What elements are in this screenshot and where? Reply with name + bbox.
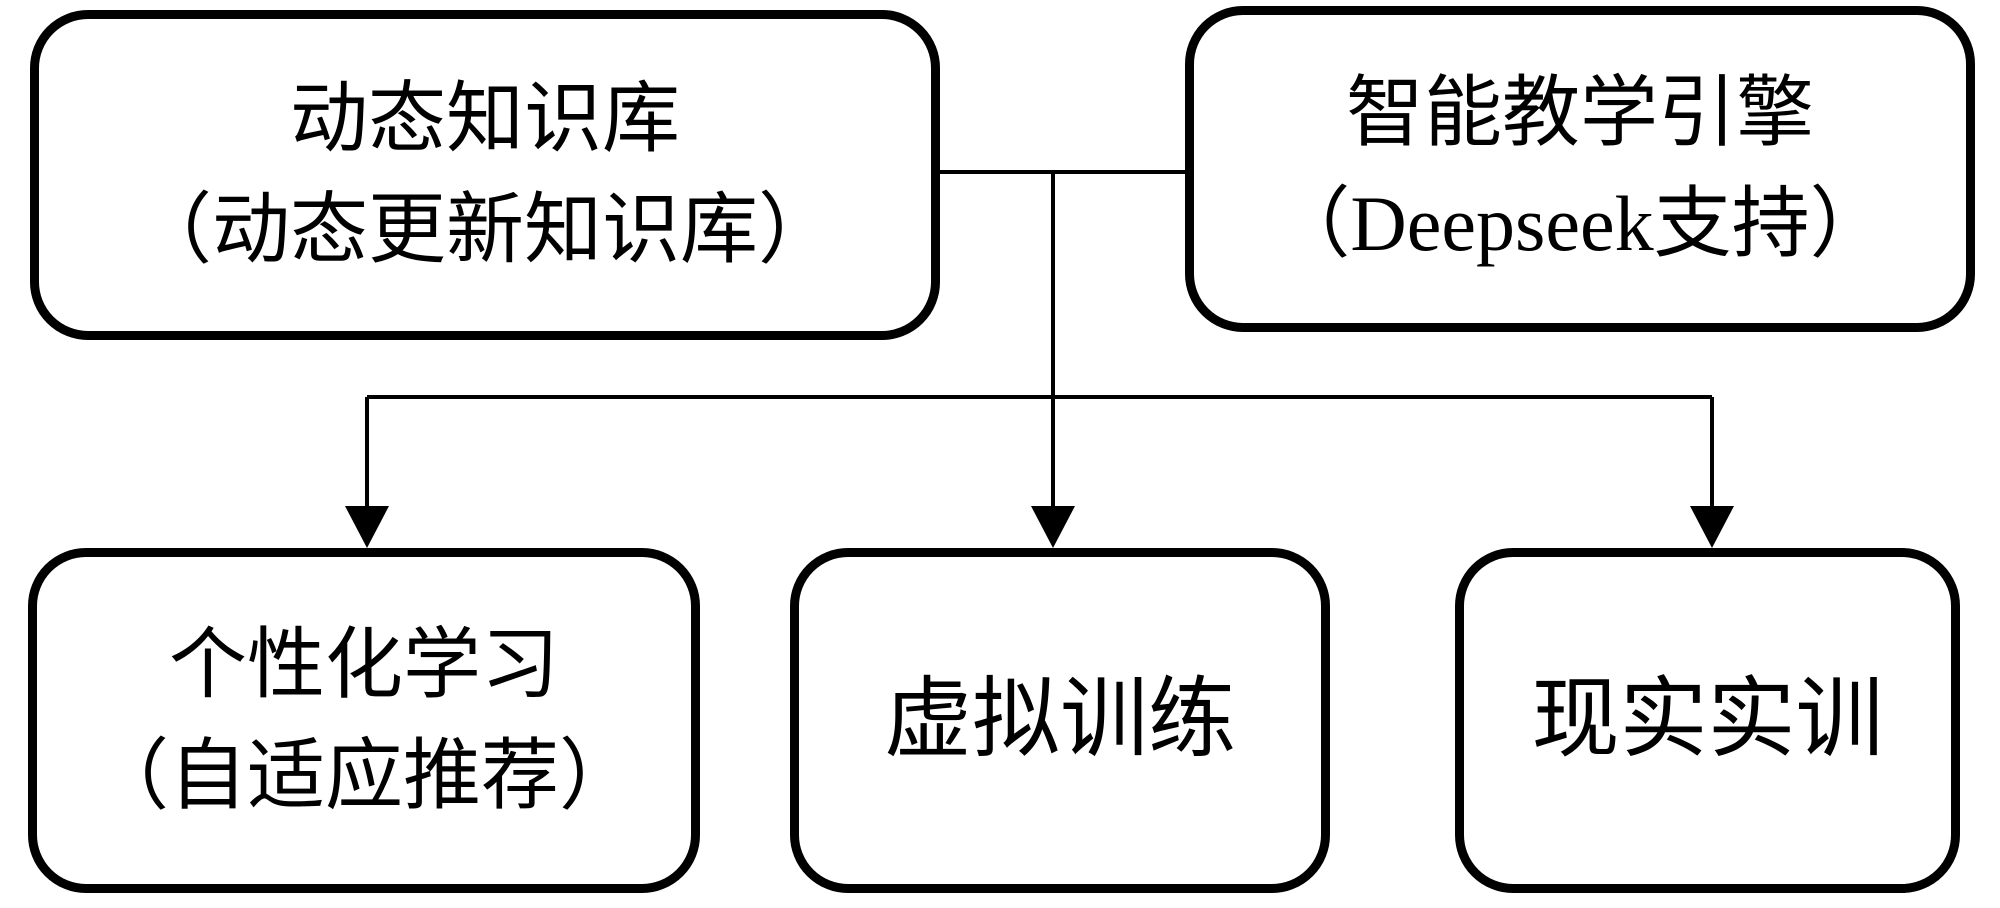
node-intelligent-teaching-engine-title: 智能教学引擎 (1345, 69, 1814, 157)
node-personalized-learning-subtitle: （自适应推荐） (90, 731, 637, 819)
node-personalized-learning: 个性化学习 （自适应推荐） (28, 548, 700, 893)
node-dynamic-knowledge-base-subtitle: （动态更新知识库） (133, 186, 836, 273)
node-virtual-training-title: 虚拟训练 (883, 671, 1236, 769)
node-dynamic-knowledge-base: 动态知识库 （动态更新知识库） (30, 10, 940, 340)
node-dynamic-knowledge-base-title: 动态知识库 (289, 75, 680, 163)
node-intelligent-teaching-engine-subtitle: （Deepseek支持） (1272, 180, 1888, 267)
node-intelligent-teaching-engine: 智能教学引擎 （Deepseek支持） (1185, 6, 1975, 332)
arrowhead-right (1690, 506, 1734, 548)
node-real-training-title: 现实实训 (1531, 671, 1884, 769)
node-real-training: 现实实训 (1455, 548, 1960, 893)
node-personalized-learning-title: 个性化学习 (168, 620, 559, 708)
arrowhead-left (345, 506, 389, 548)
arrowhead-center (1031, 506, 1075, 548)
node-virtual-training: 虚拟训练 (790, 548, 1330, 893)
